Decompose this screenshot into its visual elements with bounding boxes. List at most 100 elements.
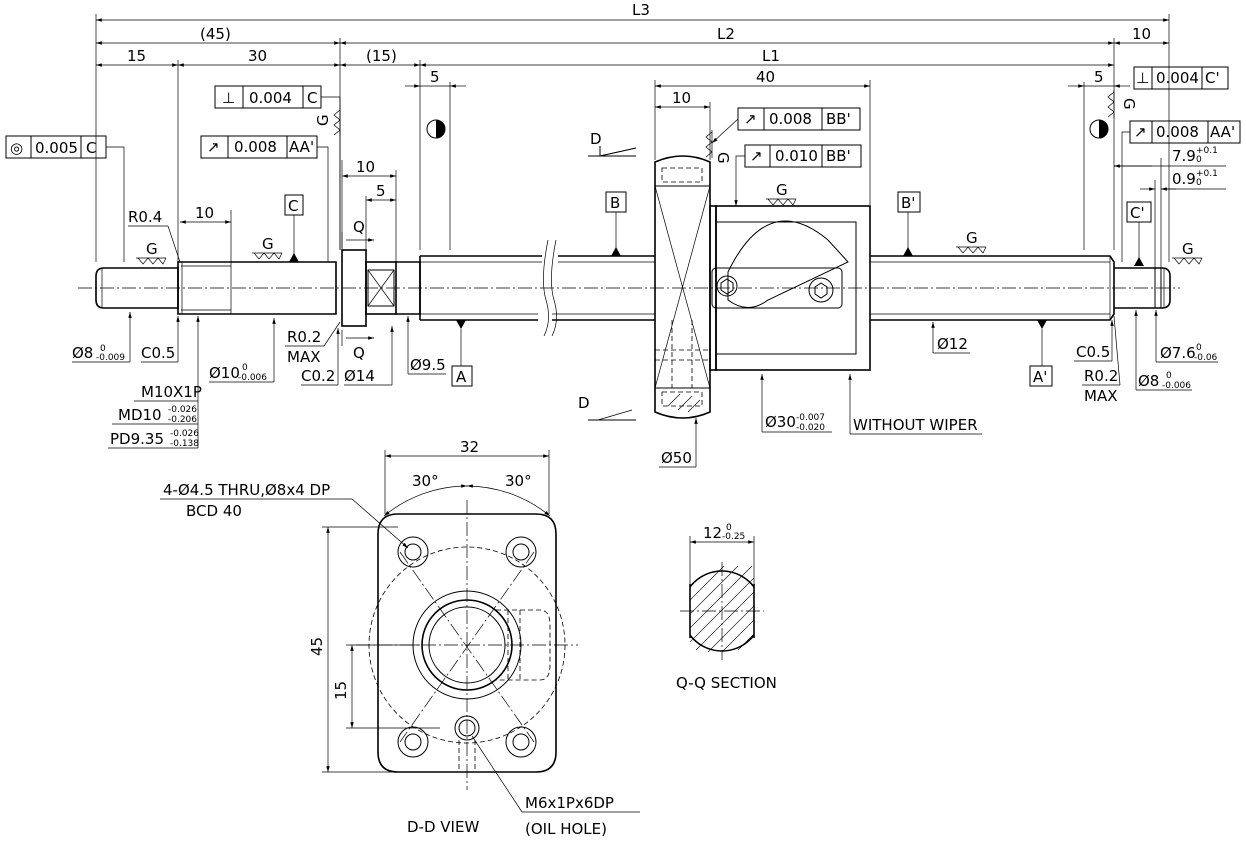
dim-5-right: 5 — [1094, 68, 1104, 86]
svg-text:0.9: 0.9 — [1172, 170, 1196, 188]
dd-view: 32 45 15 — [160, 438, 640, 838]
svg-text:Ø7.6: Ø7.6 — [1160, 344, 1196, 362]
svg-text:B: B — [610, 194, 620, 212]
svg-text:Q: Q — [353, 344, 365, 362]
svg-text:0.008: 0.008 — [234, 138, 277, 156]
svg-text:◎: ◎ — [10, 139, 23, 157]
svg-text:R0.2: R0.2 — [287, 328, 321, 346]
svg-text:↗: ↗ — [207, 138, 220, 156]
svg-text:+0.1: +0.1 — [1196, 169, 1218, 179]
svg-text:-0.026: -0.026 — [168, 405, 197, 415]
svg-text:0.005: 0.005 — [35, 139, 78, 157]
svg-text:C: C — [288, 197, 298, 215]
svg-text:0.010: 0.010 — [775, 147, 818, 165]
svg-text:32: 32 — [460, 438, 479, 456]
svg-text:+0.1: +0.1 — [1196, 146, 1218, 156]
svg-text:M6x1Px6DP: M6x1Px6DP — [525, 794, 614, 812]
right-annotations: C0.5 R0.2 MAX Ø8 0 -0.006 Ø7.6 0 -0.06 7… — [1074, 146, 1226, 405]
svg-text:-0.009: -0.009 — [96, 353, 125, 363]
svg-text:0: 0 — [1196, 343, 1202, 353]
dim-10-right: 10 — [1132, 25, 1151, 43]
svg-text:R0.4: R0.4 — [128, 208, 162, 226]
svg-text:5: 5 — [376, 182, 386, 200]
svg-text:-0.25: -0.25 — [722, 532, 745, 542]
gdt-concentricity-left: ◎ 0.005 C — [5, 135, 125, 262]
svg-text:M10X1P: M10X1P — [141, 383, 202, 401]
svg-text:0: 0 — [242, 363, 248, 373]
svg-text:Q-Q SECTION: Q-Q SECTION — [676, 674, 777, 692]
svg-text:G: G — [966, 229, 978, 247]
svg-text:15: 15 — [332, 681, 350, 700]
svg-text:C0.5: C0.5 — [1076, 343, 1110, 361]
svg-text:Ø30: Ø30 — [765, 413, 796, 431]
svg-text:BB': BB' — [826, 110, 851, 128]
svg-text:G: G — [314, 114, 332, 126]
qq-section: 12 0 -0.25 Q-Q SECTION — [676, 523, 777, 692]
svg-text:30°: 30° — [412, 472, 439, 490]
section-D-marks: D D — [578, 130, 637, 421]
svg-text:C: C — [307, 89, 317, 107]
bearing-seat-symbols — [426, 119, 1109, 139]
svg-text:0.004: 0.004 — [1156, 69, 1199, 87]
svg-text:B': B' — [901, 194, 915, 212]
svg-text:0: 0 — [726, 523, 732, 533]
svg-text:G: G — [146, 240, 158, 258]
svg-text:10: 10 — [195, 204, 214, 222]
datums: C B B' C' A A' — [284, 191, 1152, 387]
svg-text:A: A — [456, 368, 467, 386]
svg-text:R0.2: R0.2 — [1084, 367, 1118, 385]
section-Q-marks: Q Q — [341, 218, 374, 362]
svg-text:45: 45 — [308, 637, 326, 656]
dim-45: (45) — [200, 25, 231, 43]
svg-text:Ø14: Ø14 — [344, 367, 375, 385]
svg-text:AA': AA' — [1210, 123, 1235, 141]
svg-text:Ø12: Ø12 — [937, 335, 968, 353]
svg-text:(OIL HOLE): (OIL HOLE) — [525, 820, 607, 838]
svg-text:BCD 40: BCD 40 — [186, 502, 242, 520]
datum-A — [451, 365, 473, 387]
svg-text:D: D — [578, 394, 590, 412]
dim-L2: L2 — [717, 25, 735, 43]
svg-text:D-D VIEW: D-D VIEW — [407, 818, 479, 836]
svg-text:C0.5: C0.5 — [141, 344, 175, 362]
ball-nut — [654, 155, 871, 419]
svg-text:-0.06: -0.06 — [1194, 353, 1218, 363]
svg-text:AA': AA' — [289, 138, 314, 156]
dim-10-nut: 10 — [672, 89, 691, 107]
screw-shaft — [78, 239, 1180, 337]
svg-text:Q: Q — [353, 218, 365, 236]
svg-text:↗: ↗ — [744, 110, 757, 128]
svg-text:↗: ↗ — [750, 147, 763, 165]
svg-text:Ø8: Ø8 — [72, 344, 93, 362]
svg-text:Ø8: Ø8 — [1138, 372, 1159, 390]
svg-text:G: G — [714, 152, 732, 164]
top-dimensions: L3 (45) L2 10 15 30 (15) L1 5 40 10 — [95, 1, 1170, 262]
svg-text:G: G — [262, 235, 274, 253]
svg-text:C': C' — [1130, 204, 1145, 222]
datum-A-prime — [1029, 365, 1053, 387]
surface-finish-marks: G G G G G G G G — [136, 90, 1203, 265]
svg-text:↗: ↗ — [1134, 123, 1147, 141]
gdt-perp-left: ⊥ 0.004 C — [214, 85, 341, 250]
svg-text:G: G — [776, 181, 788, 199]
svg-text:0: 0 — [1196, 155, 1202, 165]
svg-text:30°: 30° — [505, 472, 532, 490]
gdt-runout-left: ↗ 0.008 AA' — [200, 135, 329, 262]
svg-text:MD10: MD10 — [118, 406, 162, 424]
svg-text:10: 10 — [356, 158, 375, 176]
svg-text:0: 0 — [100, 344, 106, 354]
svg-text:0: 0 — [1166, 371, 1172, 381]
svg-text:Ø10: Ø10 — [209, 364, 240, 382]
svg-text:MAX: MAX — [287, 348, 320, 366]
svg-text:WITHOUT WIPER: WITHOUT WIPER — [853, 416, 978, 434]
svg-text:D: D — [590, 130, 602, 148]
datum-B-prime — [897, 191, 921, 213]
dim-L3: L3 — [632, 1, 650, 19]
svg-text:G: G — [1120, 98, 1138, 110]
dim-L1: L1 — [762, 47, 780, 65]
svg-text:-0.026: -0.026 — [170, 429, 199, 439]
gdt-runout-nut-1: ↗ 0.008 BB' — [711, 107, 861, 144]
svg-text:C0.2: C0.2 — [301, 367, 335, 385]
left-annotations: R0.4 10 Ø8 0 -0.009 C0.5 Ø10 0 -0.006 M1… — [72, 158, 446, 449]
